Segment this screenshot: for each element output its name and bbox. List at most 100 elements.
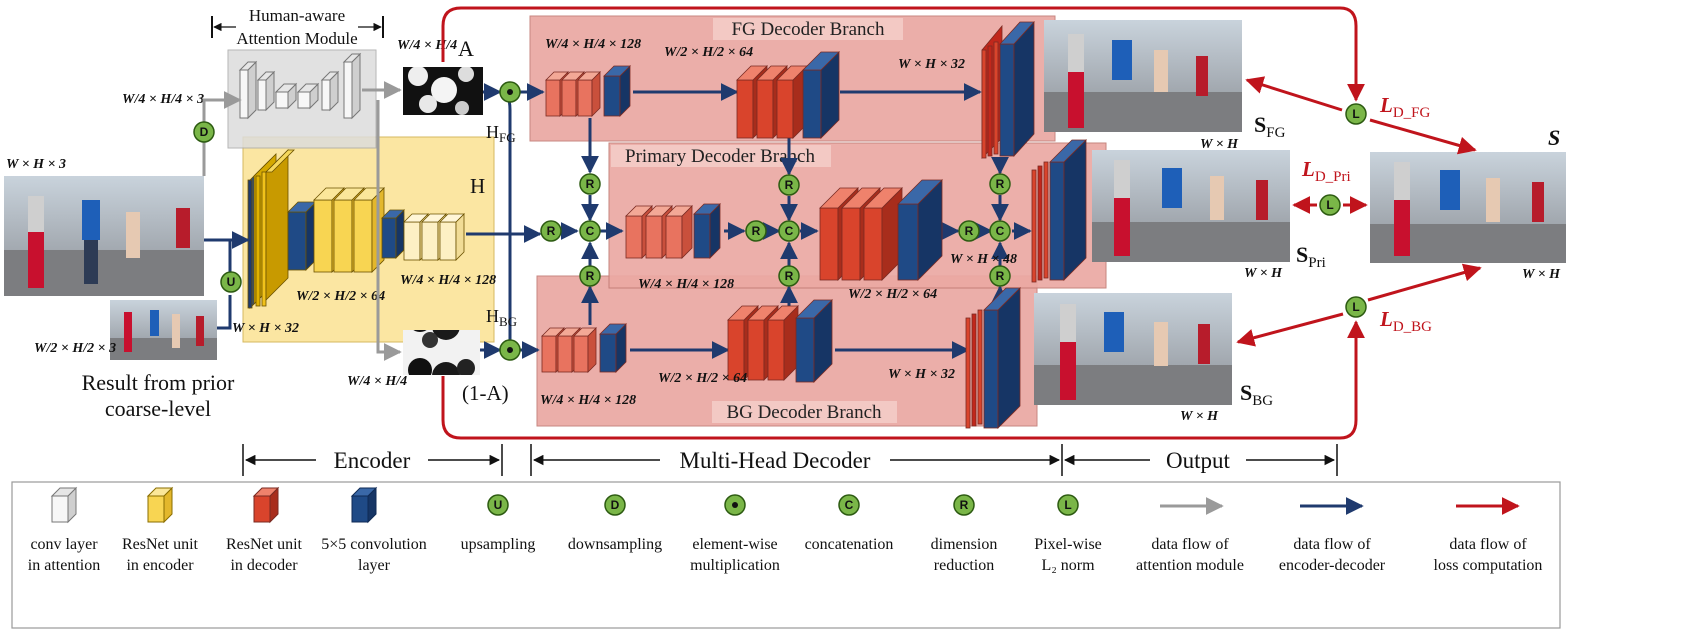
loss-fg-label: LD_FG (1379, 93, 1431, 121)
primary-branch-label: Primary Decoder Branch (625, 146, 815, 167)
loss-bg-label: LD_BG (1379, 307, 1432, 335)
legend-label-2b: in encoder (126, 557, 194, 574)
ground-truth-label: S (1548, 125, 1560, 150)
svg-text:C: C (785, 224, 794, 238)
out-fg-dim: W × H (1200, 137, 1239, 152)
attention-module-title-1: Human-aware (249, 6, 345, 25)
fg-dim-3: W × H × 32 (898, 57, 965, 72)
svg-text:R: R (996, 177, 1005, 191)
node-reduce-bg-3: R (989, 265, 1011, 287)
legend-node-R: R (953, 494, 975, 516)
legend-cube-gray (50, 486, 78, 524)
node-reduce-pri-3: R (958, 220, 980, 242)
legend-cube-blue (350, 486, 378, 524)
svg-text:R: R (752, 224, 761, 238)
legend-label-11b: attention module (1136, 557, 1244, 574)
legend-label-9a: dimension (931, 536, 998, 553)
input-half-dim: W/2 × H/2 × 3 (34, 341, 116, 356)
out-pri-dim: W × H (1244, 266, 1283, 281)
input-quarter-dim: W/4 × H/4 × 3 (122, 92, 204, 107)
node-reduce-h: R (540, 220, 562, 242)
node-reduce-pri-2: R (745, 220, 767, 242)
legend-label-12a: data flow of (1293, 536, 1371, 553)
legend-node-dot (724, 494, 746, 516)
svg-text:L: L (1326, 198, 1333, 212)
bg-branch-label: BG Decoder Branch (726, 402, 882, 423)
section-encoder: Encoder (334, 448, 411, 473)
legend-label-4b: layer (358, 557, 391, 574)
legend-label-3a: ResNet unit (226, 536, 303, 553)
svg-text:U: U (494, 498, 503, 512)
svg-text:C: C (845, 498, 854, 512)
legend-symbols (50, 486, 378, 524)
node-reduce-fg-1: R (579, 173, 601, 195)
legend-label-13a: data flow of (1449, 536, 1527, 553)
svg-text:R: R (785, 178, 794, 192)
svg-text:L: L (1352, 107, 1359, 121)
node-multiply-bg (499, 339, 521, 361)
legend-label-13b: loss computation (1434, 557, 1543, 574)
output-photo-primary (1092, 150, 1290, 262)
fg-branch-label: FG Decoder Branch (731, 19, 885, 40)
bg-dim-3: W × H × 32 (888, 367, 955, 382)
ground-truth-photo (1370, 152, 1566, 263)
legend-label-11a: data flow of (1151, 536, 1229, 553)
legend-cube-yellow (146, 486, 174, 524)
primary-decoder-blocks (625, 139, 1087, 283)
node-upsample: U (220, 271, 242, 293)
node-reduce-fg-3: R (989, 173, 1011, 195)
bg-dim-1: W/4 × H/4 × 128 (540, 393, 636, 408)
attention-conv-stack (238, 52, 362, 120)
legend-label-10a: Pixel-wise (1034, 536, 1102, 553)
section-output: Output (1166, 448, 1231, 473)
out-s-dim: W × H (1522, 267, 1561, 282)
h-label: H (470, 174, 485, 198)
enc-dim-mid: W/2 × H/2 × 64 (296, 289, 385, 304)
node-downsample: D (193, 121, 215, 143)
legend-node-U: U (487, 494, 509, 516)
output-primary-label: SPri (1296, 242, 1326, 271)
out-bg-dim: W × H (1180, 409, 1219, 424)
legend-label-8a: concatenation (805, 536, 894, 553)
svg-text:R: R (586, 177, 595, 191)
legend-label-4a: 5×5 convolution (321, 536, 426, 553)
svg-text:C: C (586, 224, 595, 238)
legend-label-1a: conv layer (30, 536, 98, 553)
h-bg-label: HBG (486, 306, 517, 329)
bg-dim-2: W/2 × H/2 × 64 (658, 371, 747, 386)
svg-text:D: D (200, 125, 209, 139)
node-reduce-bg-1: R (579, 265, 601, 287)
node-concat-1: C (579, 220, 601, 242)
prior-result-line1: Result from prior (82, 370, 235, 395)
loss-primary-label: LD_Pri (1301, 157, 1351, 185)
pri-dim-1: W/4 × H/4 × 128 (638, 277, 734, 292)
legend-cube-red (252, 486, 280, 524)
svg-text:L: L (1064, 498, 1071, 512)
legend-label-9b: reduction (934, 557, 994, 574)
svg-text:R: R (996, 269, 1005, 283)
legend-label-7b: multiplication (690, 557, 780, 574)
output-photo-bg (1034, 293, 1232, 405)
svg-text:U: U (227, 275, 236, 289)
fg-dim-2: W/2 × H/2 × 64 (664, 45, 753, 60)
input-photo-full (4, 176, 204, 296)
fg-dim-1: W/4 × H/4 × 128 (545, 37, 641, 52)
legend-node-C: C (838, 494, 860, 516)
output-bg-label: SBG (1240, 380, 1273, 409)
prior-result-line2: coarse-level (105, 396, 211, 421)
node-multiply-fg (499, 81, 521, 103)
attention-map-inverse (403, 330, 480, 375)
attention-a-label: A (458, 36, 474, 61)
legend-label-3b: in decoder (230, 557, 298, 574)
legend-label-1b: in attention (28, 557, 100, 574)
node-concat-2: C (778, 220, 800, 242)
legend-node-D: D (604, 494, 626, 516)
pri-dim-3: W × H × 48 (950, 252, 1017, 267)
svg-text:R: R (785, 269, 794, 283)
legend-label-5a: upsampling (461, 536, 536, 553)
legend-node-L: L (1057, 494, 1079, 516)
section-decoder: Multi-Head Decoder (680, 448, 871, 473)
h-fg-label: HFG (486, 122, 516, 145)
fg-decoder-blocks (545, 20, 1035, 159)
